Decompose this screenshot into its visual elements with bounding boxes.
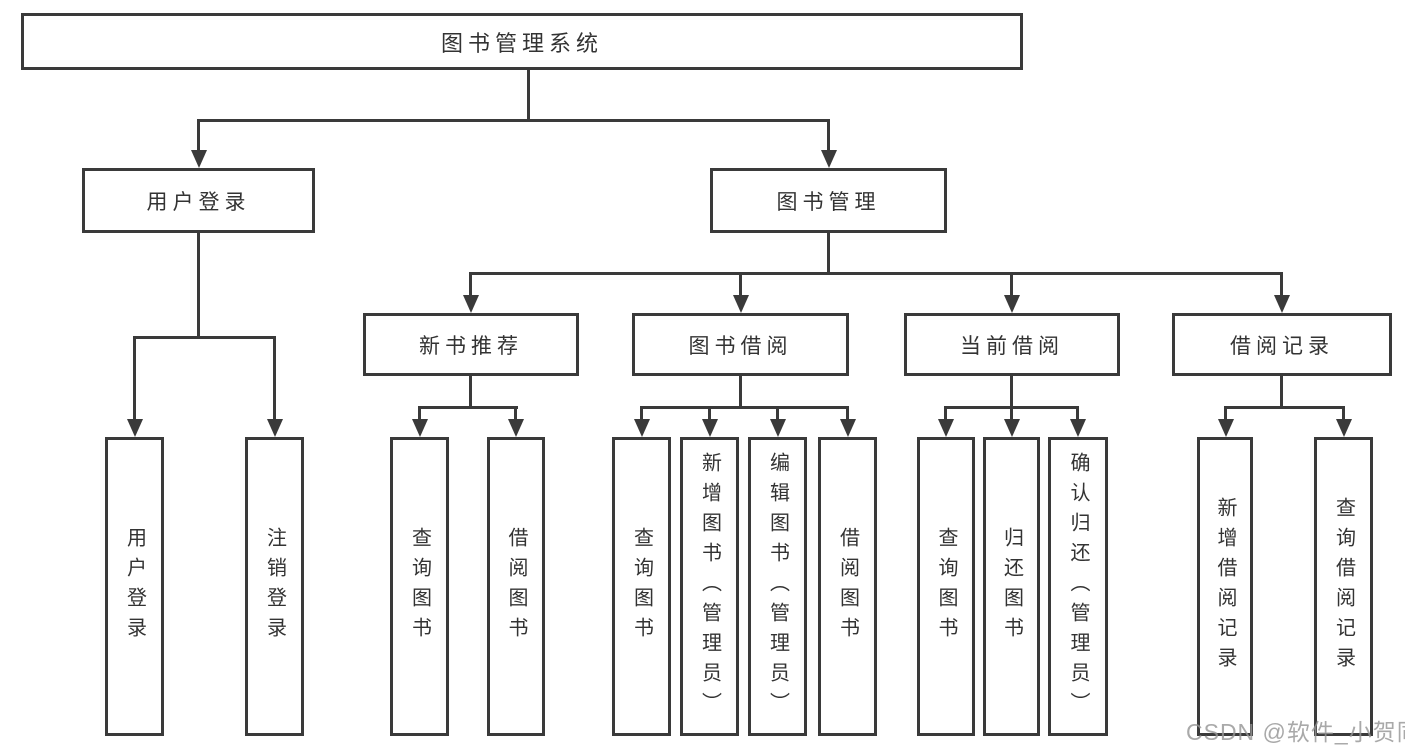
connector-arrow-line xyxy=(739,272,742,297)
connector-arrow-line xyxy=(1342,406,1345,421)
arrow-down-icon xyxy=(191,150,207,168)
arrow-down-icon xyxy=(1274,295,1290,313)
leaf-borrow-book-2-label: 借阅图书 xyxy=(836,526,859,647)
leaf-query-book-3: 查询图书 xyxy=(917,437,975,736)
connector-arrow-user-login-line xyxy=(197,119,200,152)
connector-drop xyxy=(1010,376,1013,409)
leaf-edit-book-admin-label: 编辑图书（管理员） xyxy=(766,451,789,722)
connector-book-mgmt-drop xyxy=(827,233,830,275)
connector-root-drop xyxy=(527,69,530,122)
connector-book-mgmt-hbar xyxy=(469,272,1283,275)
connector-arrow-line xyxy=(469,272,472,297)
connector-arrow-line xyxy=(1010,272,1013,297)
connector-hbar xyxy=(1224,406,1344,409)
arrow-down-icon xyxy=(1070,419,1086,437)
connector-arrow-line xyxy=(708,406,711,421)
connector-hbar xyxy=(640,406,849,409)
node-book-management-label: 图书管理 xyxy=(776,190,881,214)
arrow-down-icon xyxy=(770,419,786,437)
arrow-down-icon xyxy=(1218,419,1234,437)
arrow-down-icon xyxy=(634,419,650,437)
arrow-down-icon xyxy=(127,419,143,437)
node-book-management: 图书管理 xyxy=(710,168,947,233)
arrow-down-icon xyxy=(1004,295,1020,313)
leaf-add-borrow-record: 新增借阅记录 xyxy=(1197,437,1253,736)
leaf-logout-label: 注销登录 xyxy=(263,526,286,647)
leaf-query-borrow-record-label: 查询借阅记录 xyxy=(1332,496,1355,677)
leaf-user-login-label: 用户登录 xyxy=(123,526,146,647)
connector-arrow-line xyxy=(418,406,421,421)
node-user-login-label: 用户登录 xyxy=(146,190,251,214)
node-new-book-recommend-label: 新书推荐 xyxy=(419,334,523,358)
node-current-borrow: 当前借阅 xyxy=(904,313,1120,376)
connector-user-login-drop xyxy=(197,233,200,339)
leaf-query-borrow-record: 查询借阅记录 xyxy=(1314,437,1373,736)
leaf-add-book-admin: 新增图书（管理员） xyxy=(680,437,739,736)
leaf-logout: 注销登录 xyxy=(245,437,304,736)
leaf-query-book-1-label: 查询图书 xyxy=(408,526,431,647)
node-root: 图书管理系统 xyxy=(21,13,1023,70)
arrow-down-icon xyxy=(840,419,856,437)
arrow-down-icon xyxy=(938,419,954,437)
connector-arrow-line xyxy=(1076,406,1079,421)
leaf-edit-book-admin: 编辑图书（管理员） xyxy=(748,437,807,736)
arrow-down-icon xyxy=(412,419,428,437)
leaf-add-book-admin-label: 新增图书（管理员） xyxy=(698,451,721,722)
connector-user-login-hbar xyxy=(133,336,276,339)
connector-hbar xyxy=(418,406,518,409)
connector-arrow-line xyxy=(640,406,643,421)
node-current-borrow-label: 当前借阅 xyxy=(960,334,1064,358)
leaf-query-book-3-label: 查询图书 xyxy=(935,526,957,647)
arrow-down-icon xyxy=(267,419,283,437)
connector-arrow-line xyxy=(1280,272,1283,297)
connector-arrow-line xyxy=(514,406,517,421)
arrow-down-icon xyxy=(463,295,479,313)
connector-arrow-line xyxy=(273,336,276,421)
csdn-watermark: CSDN @软件_小贺同学 xyxy=(1186,719,1405,745)
connector-root-hbar xyxy=(198,119,830,122)
leaf-return-book: 归还图书 xyxy=(983,437,1040,736)
leaf-query-book-1: 查询图书 xyxy=(390,437,449,736)
connector-arrow-book-mgmt-line xyxy=(827,119,830,152)
arrow-down-icon xyxy=(1336,419,1352,437)
connector-arrow-line xyxy=(133,336,136,421)
connector-drop xyxy=(739,376,742,409)
node-borrow-record: 借阅记录 xyxy=(1172,313,1392,376)
arrow-down-icon xyxy=(508,419,524,437)
arrow-down-icon xyxy=(821,150,837,168)
leaf-user-login: 用户登录 xyxy=(105,437,164,736)
leaf-borrow-book-1-label: 借阅图书 xyxy=(505,526,527,647)
node-root-label: 图书管理系统 xyxy=(440,30,603,56)
leaf-return-book-label: 归还图书 xyxy=(1000,526,1023,647)
connector-arrow-line xyxy=(776,406,779,421)
leaf-confirm-return-admin: 确认归还（管理员） xyxy=(1048,437,1108,736)
arrow-down-icon xyxy=(733,295,749,313)
leaf-borrow-book-1: 借阅图书 xyxy=(487,437,545,736)
leaf-borrow-book-2: 借阅图书 xyxy=(818,437,877,736)
connector-arrow-line xyxy=(1010,406,1013,421)
node-book-borrow-label: 图书借阅 xyxy=(688,334,793,358)
node-borrow-record-label: 借阅记录 xyxy=(1230,334,1334,358)
connector-drop xyxy=(1280,376,1283,409)
leaf-add-borrow-record-label: 新增借阅记录 xyxy=(1214,496,1236,677)
connector-arrow-line xyxy=(846,406,849,421)
leaf-query-book-2-label: 查询图书 xyxy=(630,526,653,647)
node-new-book-recommend: 新书推荐 xyxy=(363,313,579,376)
connector-arrow-line xyxy=(944,406,947,421)
arrow-down-icon xyxy=(1004,419,1020,437)
connector-drop xyxy=(469,376,472,409)
node-user-login: 用户登录 xyxy=(82,168,315,233)
connector-arrow-line xyxy=(1224,406,1227,421)
leaf-confirm-return-admin-label: 确认归还（管理员） xyxy=(1067,451,1089,722)
arrow-down-icon xyxy=(702,419,718,437)
node-book-borrow: 图书借阅 xyxy=(632,313,849,376)
leaf-query-book-2: 查询图书 xyxy=(612,437,671,736)
